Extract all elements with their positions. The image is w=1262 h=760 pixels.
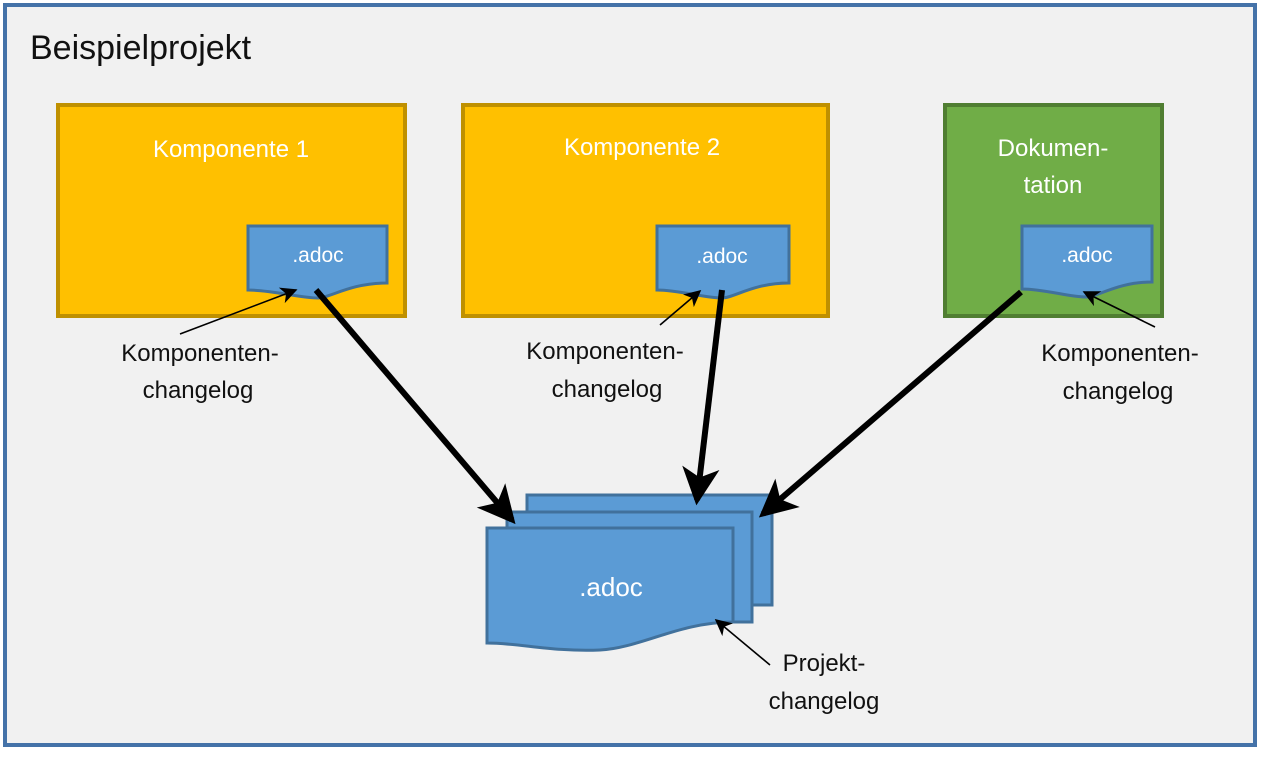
flow-arrow-dokumentation-to-stack xyxy=(758,289,1023,518)
callout-leader-line xyxy=(714,618,771,666)
callout-label-line2: changelog xyxy=(769,688,880,715)
component-box-label: Komponente 1 xyxy=(153,136,309,163)
callout-label-line2: changelog xyxy=(1063,378,1174,405)
document-stack-label: .adoc xyxy=(579,572,643,602)
flow-arrow-line xyxy=(682,289,725,506)
callout-label-line1: Projekt- xyxy=(783,650,866,677)
document-label: .adoc xyxy=(696,245,747,268)
callout-leader-line xyxy=(179,287,298,335)
component-box-label: Komponente 2 xyxy=(564,134,720,161)
callout-projekt-changelog: Projekt- changelog xyxy=(714,618,880,715)
component-box-komponente-2[interactable]: Komponente 2 .adoc xyxy=(461,103,830,318)
callout-label-line2: changelog xyxy=(143,377,254,404)
callout-label-line1: Komponenten- xyxy=(1041,340,1198,367)
projekt-changelog-stack[interactable]: .adoc xyxy=(485,493,774,652)
flow-arrow-line xyxy=(758,289,1023,518)
document-stack-sheet-front xyxy=(485,526,735,652)
flow-arrow-komponente-2-to-stack xyxy=(682,289,725,506)
component-box-komponente-1[interactable]: Komponente 1 .adoc xyxy=(56,103,407,318)
document-shape xyxy=(246,224,389,300)
callout-leader-line xyxy=(1082,291,1156,328)
component-box-label-line1: Dokumen- xyxy=(998,135,1109,162)
callout-komponente-1: Komponenten- changelog xyxy=(121,287,298,404)
document-label: .adoc xyxy=(292,244,343,267)
callout-komponente-2: Komponenten- changelog xyxy=(526,289,702,403)
callout-label-line1: Komponenten- xyxy=(526,338,683,365)
page-title: Beispielprojekt xyxy=(30,29,252,67)
component-box-label-line2: tation xyxy=(1024,172,1083,199)
adoc-document-komponente-1[interactable]: .adoc xyxy=(246,224,389,300)
callout-leader-line xyxy=(659,289,702,326)
component-box-dokumentation[interactable]: Dokumen- tation .adoc xyxy=(943,103,1164,318)
flow-arrow-line xyxy=(313,288,516,525)
document-label: .adoc xyxy=(1061,244,1112,267)
flow-arrow-komponente-1-to-stack xyxy=(313,288,516,525)
callout-label-line1: Komponenten- xyxy=(121,340,278,367)
callout-dokumentation: Komponenten- changelog xyxy=(1041,291,1199,405)
callout-label-line2: changelog xyxy=(552,376,663,403)
